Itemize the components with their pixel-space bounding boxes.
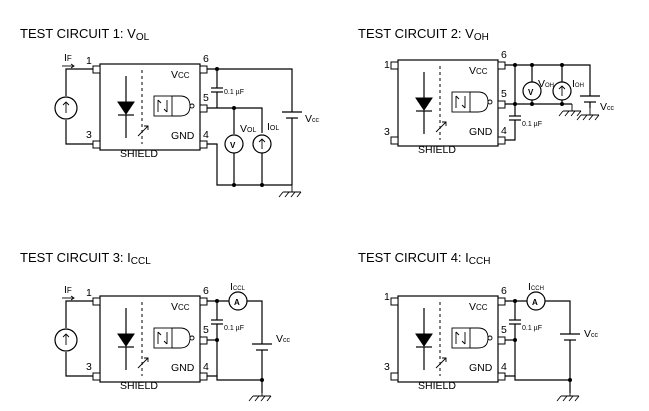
gnd-pin-label: GND <box>171 362 195 374</box>
shield-label: SHIELD <box>418 380 456 392</box>
test-circuit-2: TEST CIRCUIT 2: VOH 1 3 6 5 4 VCC GND SH… <box>358 26 615 156</box>
pin-4-label: 4 <box>501 125 507 137</box>
if-label: IF <box>64 52 72 64</box>
voltmeter-symbol: V <box>528 88 534 97</box>
pin-3-label: 3 <box>384 126 390 138</box>
pin-4-label: 4 <box>203 361 209 373</box>
iol-meter-label: IOL <box>267 121 279 133</box>
circuit-3-title: TEST CIRCUIT 3: ICCL <box>20 250 151 267</box>
ground-icon <box>556 393 580 402</box>
circuit-2-title: TEST CIRCUIT 2: VOH <box>358 26 489 43</box>
ground-icon <box>278 185 302 198</box>
pin-6-label: 6 <box>501 49 507 61</box>
current-source-icon <box>54 96 78 120</box>
icch-meter-label: ICCH <box>528 281 544 293</box>
vcc-pin-label: VCC <box>469 301 488 313</box>
if-label: IF <box>64 284 72 296</box>
ioh-meter-label: IOH <box>572 78 584 90</box>
current-source-icon <box>54 328 78 352</box>
pin-6-label: 6 <box>203 285 209 297</box>
vcc-pin-label: VCC <box>171 69 190 81</box>
circuit-1-title: TEST CIRCUIT 1: VOL <box>20 26 150 43</box>
vcc-supply-label: Vcc <box>276 333 291 345</box>
voltmeter-symbol: V <box>230 141 236 150</box>
pin-1-label: 1 <box>86 55 92 67</box>
test-circuit-4: TEST CIRCUIT 4: ICCH 1 3 6 5 4 VCC GND S… <box>358 250 599 402</box>
pin-1-label: 1 <box>384 59 390 71</box>
vcc-supply-label: Vcc <box>600 101 615 113</box>
gnd-pin-label: GND <box>469 362 493 374</box>
pin-1-label: 1 <box>384 291 390 303</box>
shield-label: SHIELD <box>418 144 456 156</box>
ground-icon <box>576 114 600 121</box>
gnd-pin-label: GND <box>469 126 493 138</box>
pin-5-label: 5 <box>501 324 507 336</box>
pin-4-label: 4 <box>203 129 209 141</box>
pin-3-label: 3 <box>86 129 92 141</box>
test-circuit-1: TEST CIRCUIT 1: VOL 1 3 6 5 4 VCC GND SH… <box>20 26 320 198</box>
capacitor-label: 0.1 µF <box>522 121 542 128</box>
pin-6-label: 6 <box>501 285 507 297</box>
ground-icon <box>558 104 582 117</box>
vcc-supply-label: Vcc <box>584 328 599 340</box>
voh-meter-label: VOH <box>538 78 554 90</box>
capacitor-label: 0.1 µF <box>224 325 244 332</box>
pin-6-label: 6 <box>203 53 209 65</box>
vcc-supply-label: Vcc <box>305 113 320 125</box>
pin-5-label: 5 <box>501 88 507 100</box>
pin-5-label: 5 <box>203 324 209 336</box>
gnd-pin-label: GND <box>171 130 195 142</box>
pin-1-label: 1 <box>86 287 92 299</box>
vcc-pin-label: VCC <box>171 301 190 313</box>
capacitor-label: 0.1 µF <box>224 89 244 96</box>
iccl-meter-label: ICCL <box>230 281 246 293</box>
pin-5-label: 5 <box>203 92 209 104</box>
capacitor-label: 0.1 µF <box>522 325 542 332</box>
shield-label: SHIELD <box>120 380 158 392</box>
pin-3-label: 3 <box>384 361 390 373</box>
vcc-pin-label: VCC <box>469 65 488 77</box>
pin-4-label: 4 <box>501 361 507 373</box>
test-circuit-3: TEST CIRCUIT 3: ICCL 1 3 6 5 4 VCC GND S… <box>20 250 291 402</box>
vol-meter-label: VOL <box>240 123 256 135</box>
ammeter-symbol: A <box>532 298 538 307</box>
shield-label: SHIELD <box>120 148 158 160</box>
ground-icon <box>248 393 272 402</box>
ammeter-symbol: A <box>234 298 240 307</box>
pin-3-label: 3 <box>86 361 92 373</box>
circuit-4-title: TEST CIRCUIT 4: ICCH <box>358 250 490 267</box>
